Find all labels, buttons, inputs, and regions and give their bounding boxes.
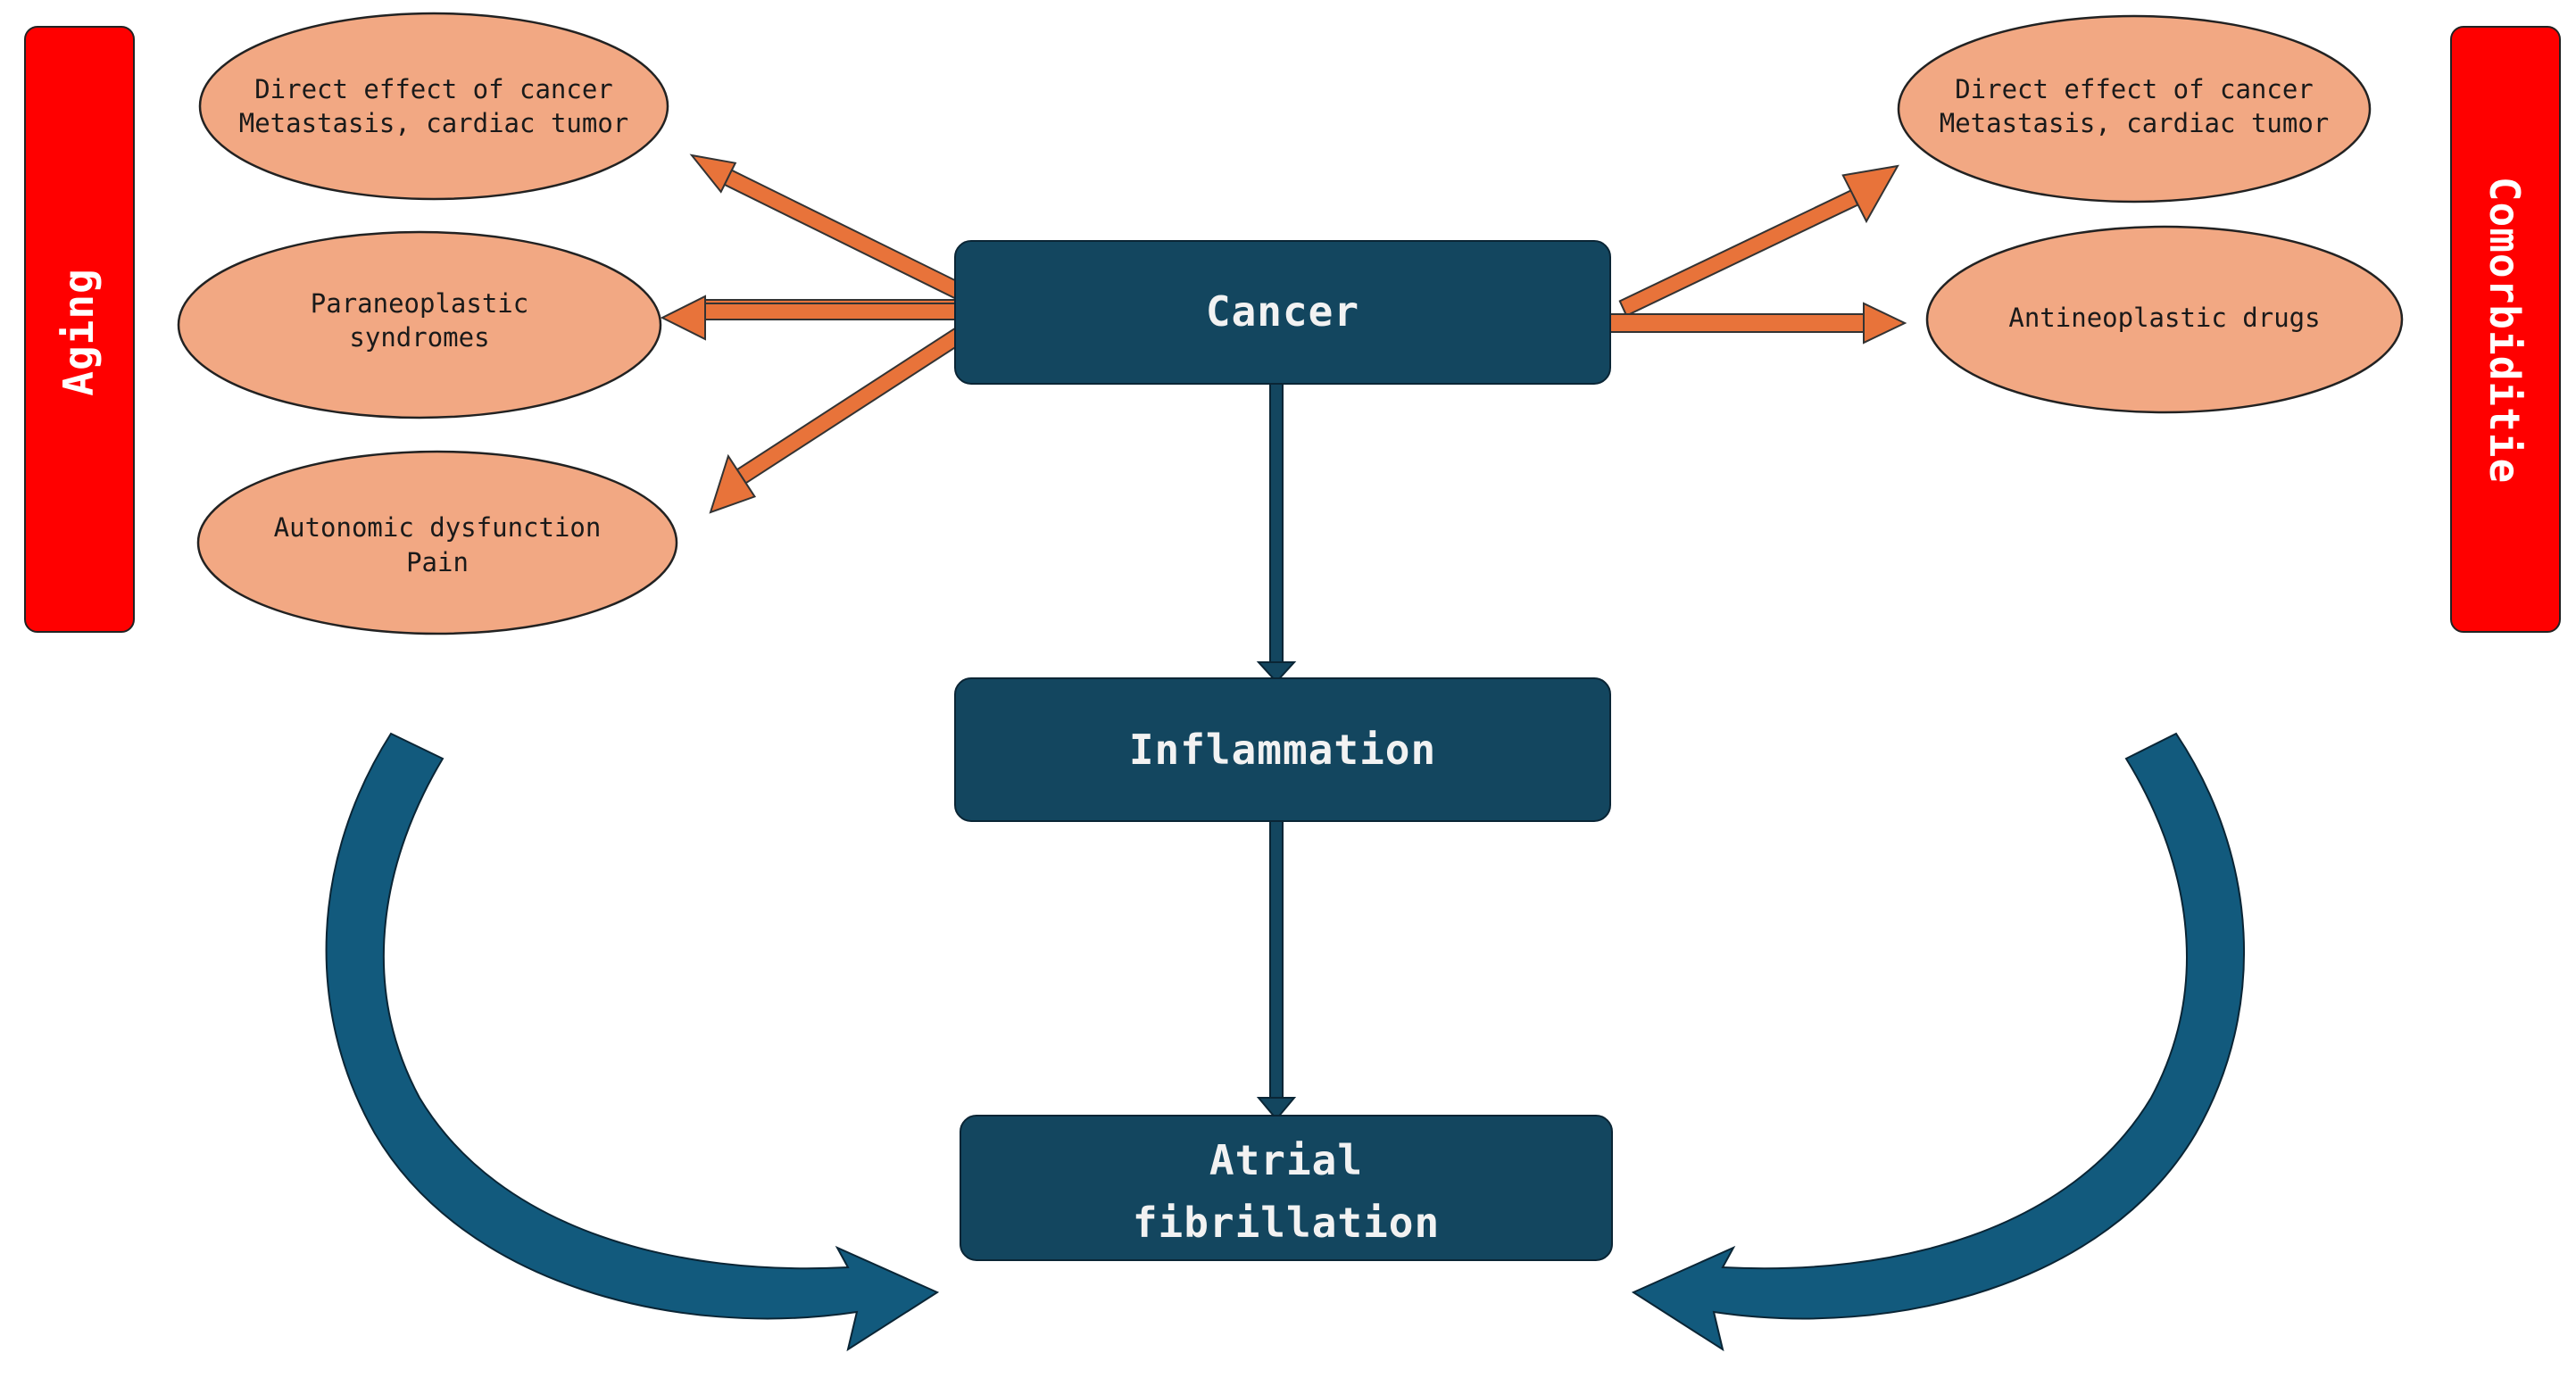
- box-inflammation-label: Inflammation: [1129, 726, 1436, 774]
- arrow-to-right-top-oval-body: [1618, 189, 1859, 317]
- side-bar-comorbidities: Comorbiditie: [2450, 26, 2561, 633]
- oval-left-mid: Paraneoplastic syndromes: [177, 230, 662, 419]
- oval-right-top-line1: Direct effect of cancer: [1955, 74, 2314, 104]
- arrow-cancer-to-inflammation-shaft: [1269, 381, 1284, 670]
- oval-left-mid-line2: syndromes: [349, 322, 489, 353]
- orange-arrows: [660, 154, 1907, 514]
- oval-right-top: Direct effect of cancer Metastasis, card…: [1897, 14, 2372, 203]
- curved-arrow-left: [325, 732, 940, 1352]
- oval-left-top-line1: Direct effect of cancer: [254, 74, 613, 104]
- oval-right-mid-line1: Antineoplastic drugs: [2008, 303, 2320, 333]
- arrow-to-left-mid-oval-head: [660, 295, 706, 341]
- arrow-to-left-mid-oval-body: [704, 303, 958, 320]
- box-inflammation: Inflammation: [954, 677, 1611, 822]
- side-label-aging: Aging: [54, 268, 103, 395]
- curved-arrow-right: [1631, 732, 2245, 1352]
- arrow-to-right-mid-oval-head: [1863, 302, 1907, 344]
- oval-left-mid-line1: Paraneoplastic: [311, 288, 528, 319]
- oval-left-top: Direct effect of cancer Metastasis, card…: [198, 12, 669, 201]
- oval-left-bottom: Autonomic dysfunction Pain: [196, 450, 678, 635]
- box-atrial-fibrillation: Atrial fibrillation: [960, 1115, 1613, 1261]
- arrow-to-left-top-oval-body: [723, 169, 967, 301]
- arrow-cancer-to-inflammation-head: [1256, 661, 1297, 684]
- arrow-to-left-bottom-oval-head: [709, 453, 757, 514]
- arrow-inflammation-to-af-shaft: [1269, 818, 1284, 1104]
- arrow-to-right-top-oval-head: [1841, 164, 1899, 224]
- box-af-line2: fibrillation: [1133, 1199, 1440, 1247]
- arrow-to-left-bottom-oval-body: [735, 323, 970, 485]
- box-cancer: Cancer: [954, 240, 1611, 385]
- box-af-line1: Atrial: [1209, 1136, 1363, 1184]
- oval-left-bottom-line2: Pain: [406, 547, 469, 577]
- side-bar-aging: Aging: [24, 26, 135, 633]
- arrow-inflammation-to-af-head: [1256, 1097, 1297, 1121]
- oval-left-bottom-line1: Autonomic dysfunction: [274, 512, 602, 543]
- side-label-comorbidities: Comorbiditie: [2480, 177, 2529, 484]
- box-cancer-label: Cancer: [1206, 287, 1359, 336]
- oval-right-top-line2: Metastasis, cardiac tumor: [1940, 108, 2330, 138]
- oval-left-top-line2: Metastasis, cardiac tumor: [239, 108, 629, 138]
- arrow-to-right-mid-oval-body: [1608, 313, 1865, 333]
- oval-right-mid: Antineoplastic drugs: [1925, 225, 2404, 414]
